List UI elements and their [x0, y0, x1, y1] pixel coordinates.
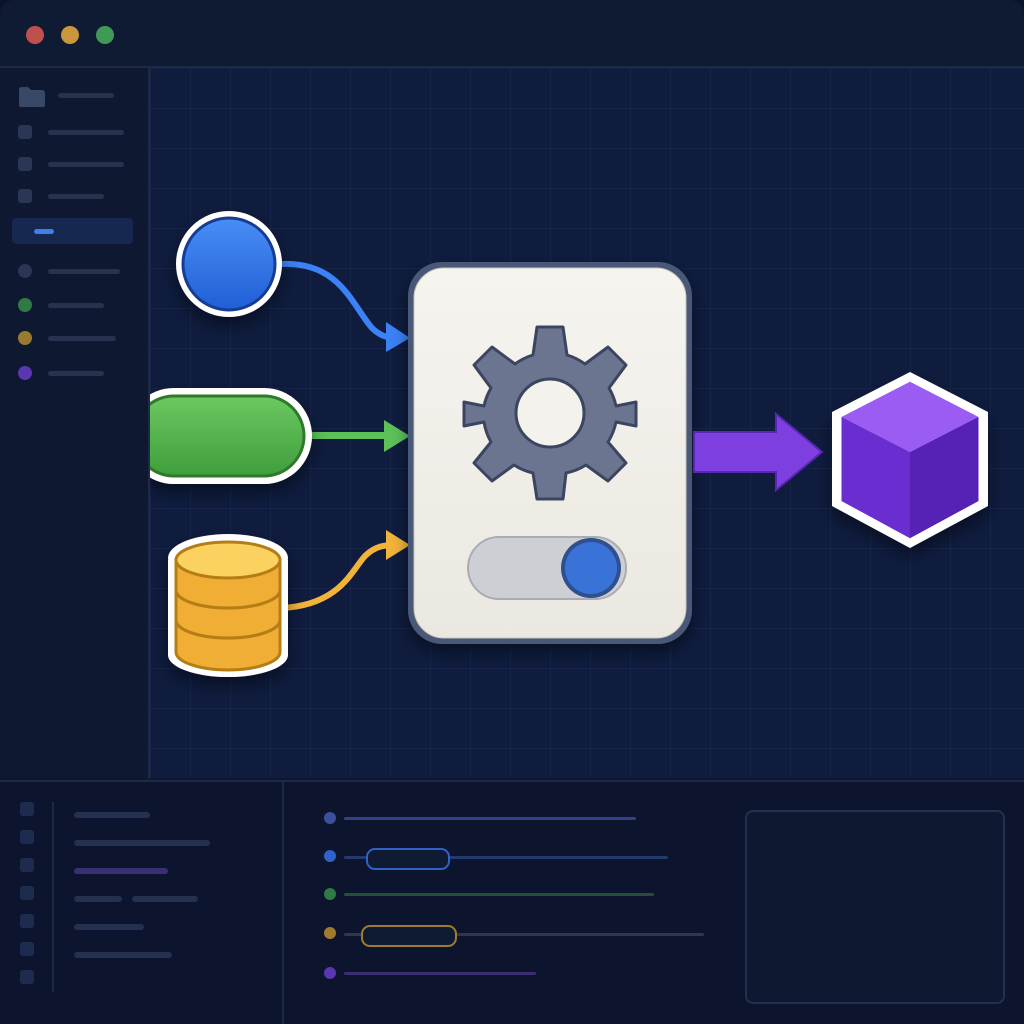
list-item-icon — [20, 942, 34, 956]
list-item-label — [74, 840, 210, 846]
list-item-icon — [20, 858, 34, 872]
sidebar-item[interactable] — [18, 264, 138, 280]
sidebar-item-active[interactable] — [12, 218, 133, 244]
diagram-canvas[interactable] — [150, 68, 1024, 778]
circle-icon — [18, 264, 32, 278]
sidebar-item-label — [48, 303, 104, 308]
sidebar-item[interactable] — [18, 366, 138, 382]
pill-node[interactable] — [150, 388, 312, 484]
list-item-icon — [20, 914, 34, 928]
timeline-track — [344, 893, 654, 896]
bottom-panel — [0, 780, 1024, 1024]
sidebar-item[interactable] — [18, 125, 138, 141]
circle-node[interactable] — [176, 211, 282, 317]
timeline-node[interactable] — [324, 927, 336, 939]
timeline-clip[interactable] — [366, 848, 450, 870]
file-icon — [18, 157, 32, 171]
sidebar-item[interactable] — [18, 157, 138, 173]
indent-guide — [52, 802, 54, 992]
list-item-label — [74, 896, 122, 902]
folder-icon — [19, 87, 45, 107]
circle-icon — [18, 366, 32, 380]
list-item-icon — [20, 970, 34, 984]
list-item-icon — [20, 830, 34, 844]
sidebar-item[interactable] — [18, 298, 138, 314]
list-item-label — [74, 924, 144, 930]
sidebar — [0, 68, 150, 778]
sidebar-item-label — [48, 336, 116, 341]
list-item-label — [74, 868, 168, 874]
gear-icon — [462, 325, 638, 501]
workflow-diagram — [150, 211, 988, 677]
sidebar-item-folder[interactable] — [18, 87, 138, 107]
green-connector-arrow — [310, 420, 410, 452]
timeline-track — [344, 817, 636, 820]
sidebar-item-label — [48, 371, 104, 376]
cube-node[interactable] — [832, 372, 988, 548]
timeline-track — [344, 856, 668, 859]
list-item-label — [132, 896, 198, 902]
timeline-track — [344, 933, 704, 936]
active-indicator — [34, 229, 54, 234]
list-item-icon — [20, 802, 34, 816]
timeline-track — [344, 972, 536, 975]
toggle-switch[interactable] — [467, 536, 627, 600]
sidebar-item-label — [48, 269, 120, 274]
sidebar-item-label — [48, 162, 124, 167]
list-item-label — [74, 812, 150, 818]
title-bar — [0, 0, 1024, 68]
yellow-connector-arrow — [279, 530, 410, 611]
sidebar-item[interactable] — [18, 189, 138, 205]
file-icon — [18, 125, 32, 139]
maximize-window-button[interactable] — [96, 26, 114, 44]
timeline-node[interactable] — [324, 888, 336, 900]
timeline-clip[interactable] — [361, 925, 457, 947]
list-item-label — [74, 952, 172, 958]
sidebar-item-label — [48, 194, 104, 199]
sidebar-item-label — [48, 130, 124, 135]
file-icon — [18, 189, 32, 203]
circle-icon — [18, 331, 32, 345]
minimize-window-button[interactable] — [61, 26, 79, 44]
timeline-node[interactable] — [324, 967, 336, 979]
sidebar-item-label — [58, 93, 114, 98]
preview-panel[interactable] — [745, 810, 1005, 1004]
database-node[interactable] — [168, 534, 288, 677]
timeline-node[interactable] — [324, 850, 336, 862]
blue-connector-arrow — [279, 260, 410, 352]
timeline-node[interactable] — [324, 812, 336, 824]
circle-icon — [18, 298, 32, 312]
close-window-button[interactable] — [26, 26, 44, 44]
purple-output-arrow — [693, 411, 824, 493]
sidebar-item[interactable] — [18, 331, 138, 347]
properties-list — [0, 782, 284, 1024]
list-item-icon — [20, 886, 34, 900]
